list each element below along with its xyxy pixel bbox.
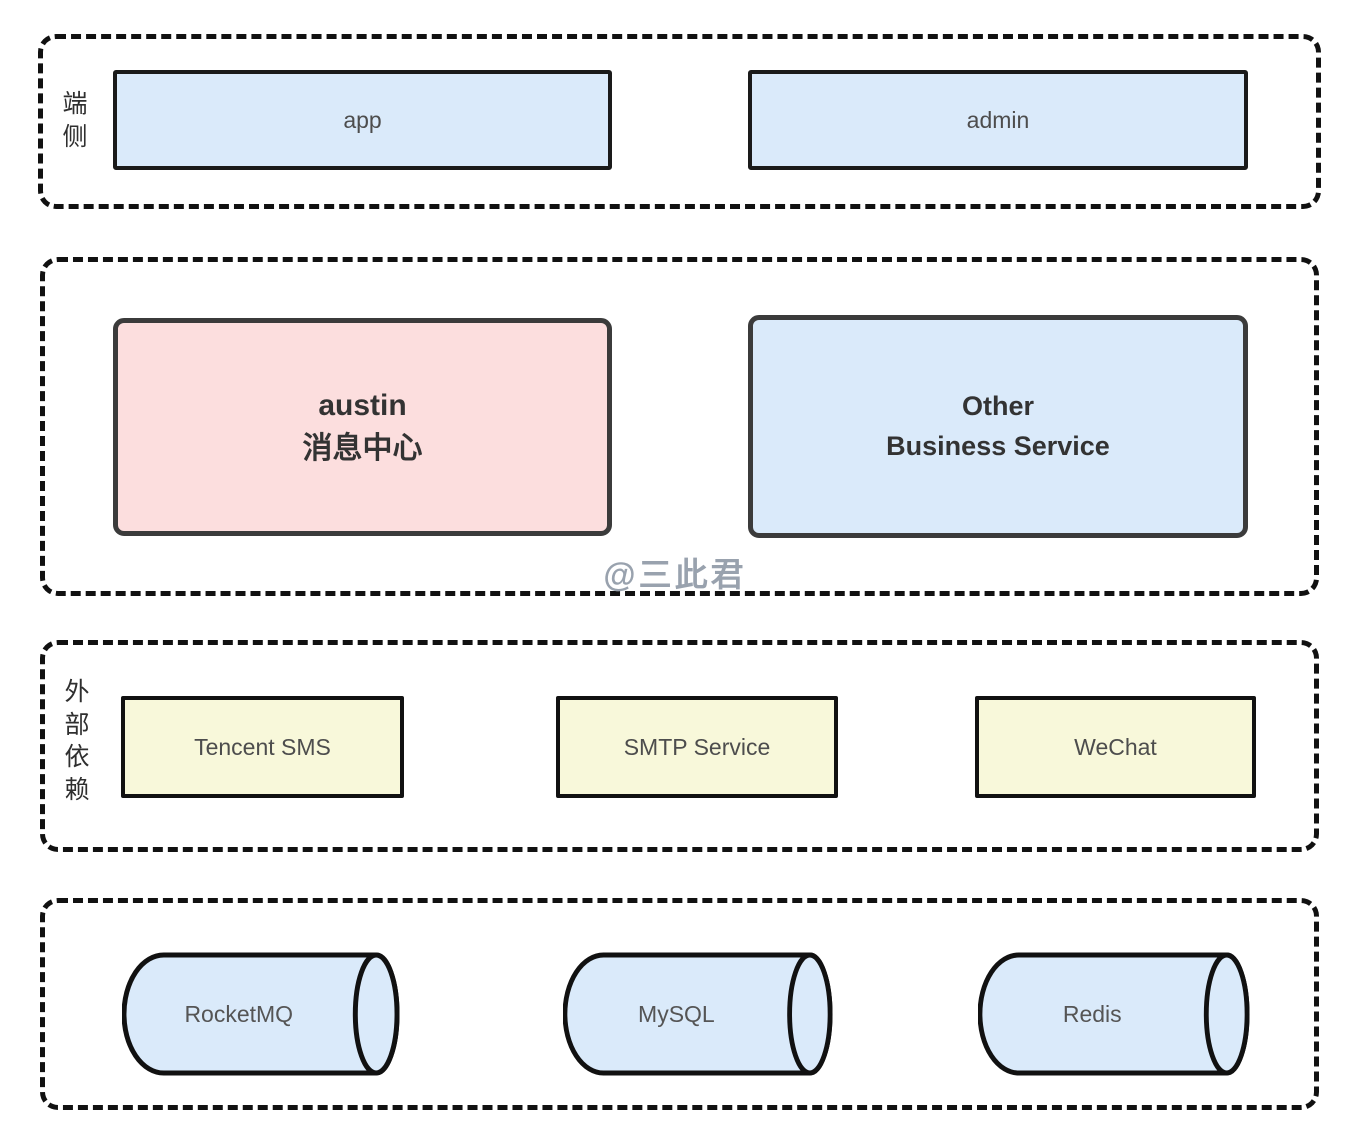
smtp-service-node: SMTP Service bbox=[556, 696, 838, 798]
rocketmq-cylinder: RocketMQ bbox=[122, 952, 400, 1076]
services-section-container bbox=[40, 257, 1319, 596]
admin-node: admin bbox=[748, 70, 1248, 170]
smtp-service-label: SMTP Service bbox=[623, 733, 771, 760]
redis-label: Redis bbox=[1062, 1000, 1122, 1027]
austin-message-center-node: austin 消息中心 bbox=[113, 318, 612, 536]
redis-cylinder: Redis bbox=[978, 952, 1250, 1076]
infra-section-container bbox=[40, 898, 1319, 1110]
wechat-node: WeChat bbox=[975, 696, 1256, 798]
author-watermark: @三此君 bbox=[603, 556, 747, 593]
app-node: app bbox=[113, 70, 612, 170]
external-deps-section-label: 外 部 依 赖 bbox=[64, 678, 90, 804]
client-section-container bbox=[38, 34, 1321, 209]
other-business-service-node: Other Business Service bbox=[748, 315, 1248, 538]
cylinder-icon bbox=[122, 952, 400, 1076]
cylinder-icon bbox=[563, 952, 833, 1076]
wechat-label: WeChat bbox=[1074, 733, 1157, 760]
external-deps-section-container bbox=[40, 640, 1319, 852]
admin-node-label: admin bbox=[966, 106, 1030, 133]
cylinder-icon bbox=[978, 952, 1250, 1076]
tencent-sms-node: Tencent SMS bbox=[121, 696, 404, 798]
mysql-label: MySQL bbox=[638, 1000, 715, 1027]
app-node-label: app bbox=[343, 106, 382, 133]
client-section-label: 端 侧 bbox=[62, 90, 88, 151]
tencent-sms-label: Tencent SMS bbox=[194, 733, 331, 760]
mysql-cylinder: MySQL bbox=[563, 952, 833, 1076]
rocketmq-label: RocketMQ bbox=[184, 1000, 294, 1027]
